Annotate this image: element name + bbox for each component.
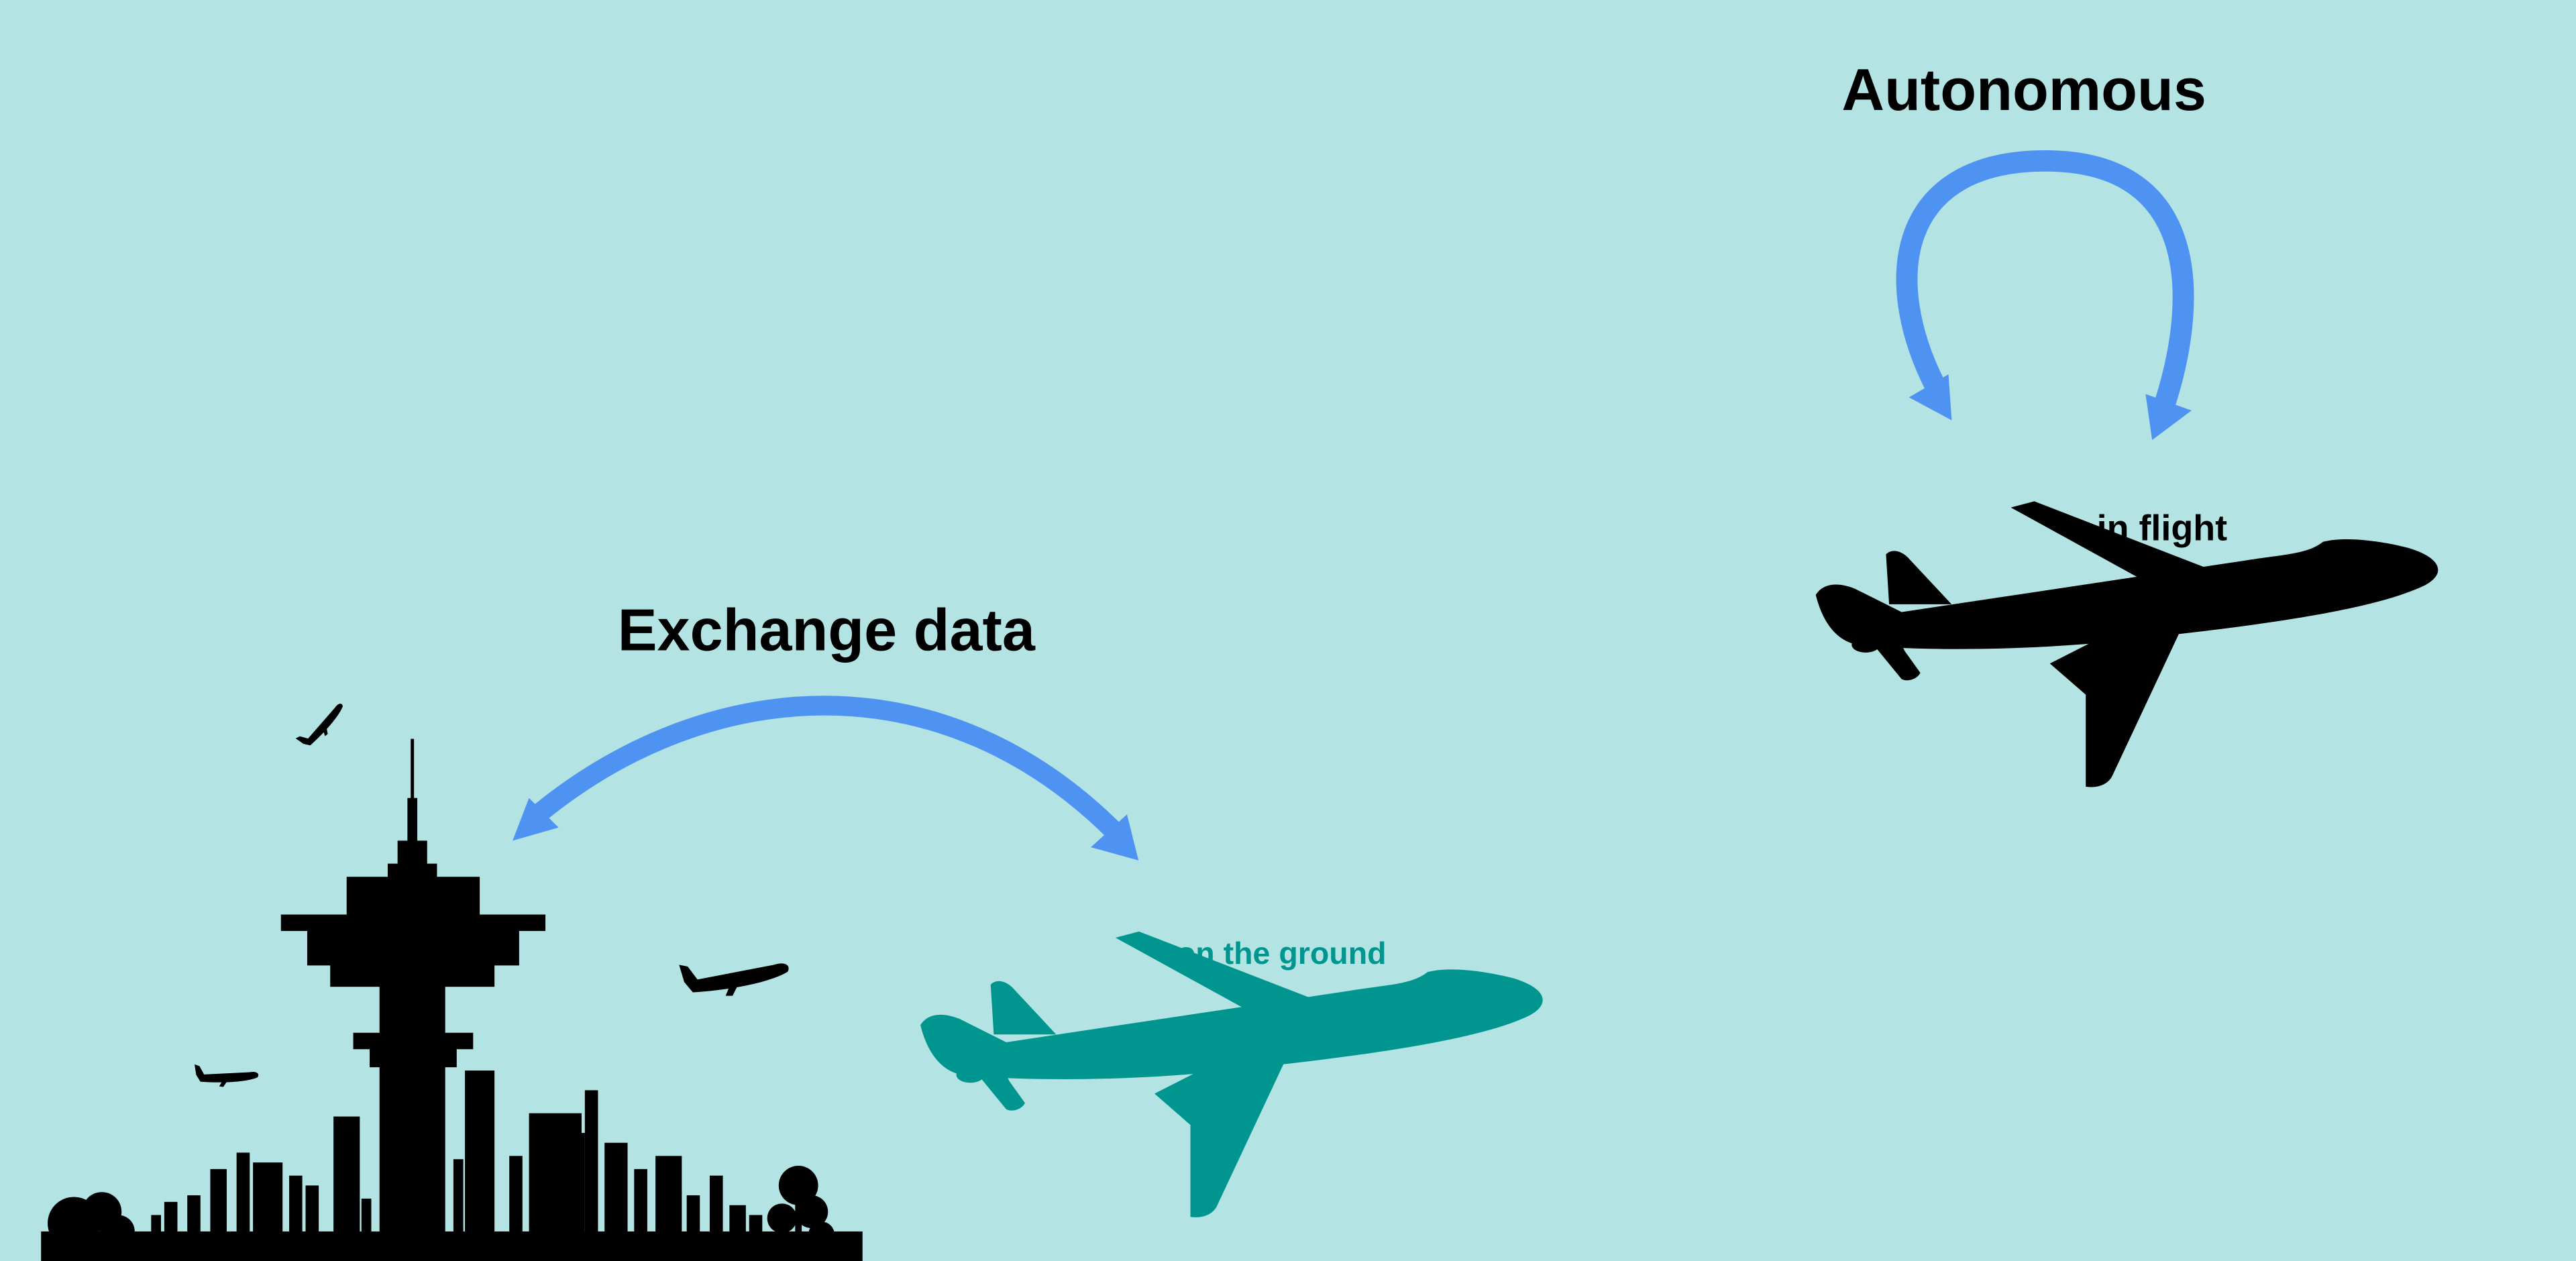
control-tower-icon (280, 738, 546, 1252)
loop-arrowhead-left (1909, 374, 1952, 421)
exchange-arrowhead-left (513, 798, 559, 841)
on-the-ground-label: on the ground (1177, 936, 1387, 971)
loop-arrowhead-right (2145, 394, 2192, 441)
small-airplane-icon (679, 963, 789, 996)
exchange-arrowhead-right (1091, 814, 1139, 861)
city-skyline-icon (41, 1071, 863, 1261)
ground-airplane-icon (920, 931, 1543, 1217)
small-airplane-icon (192, 1063, 259, 1092)
small-airplane-icon (295, 702, 352, 751)
exchange-arrow (513, 696, 1139, 861)
in-flight-label: in flight (2097, 508, 2228, 548)
autonomous-label: Autonomous (1841, 56, 2206, 123)
autonomous-loop-arrow (1896, 150, 2194, 441)
exchange-data-label: Exchange data (618, 596, 1036, 663)
